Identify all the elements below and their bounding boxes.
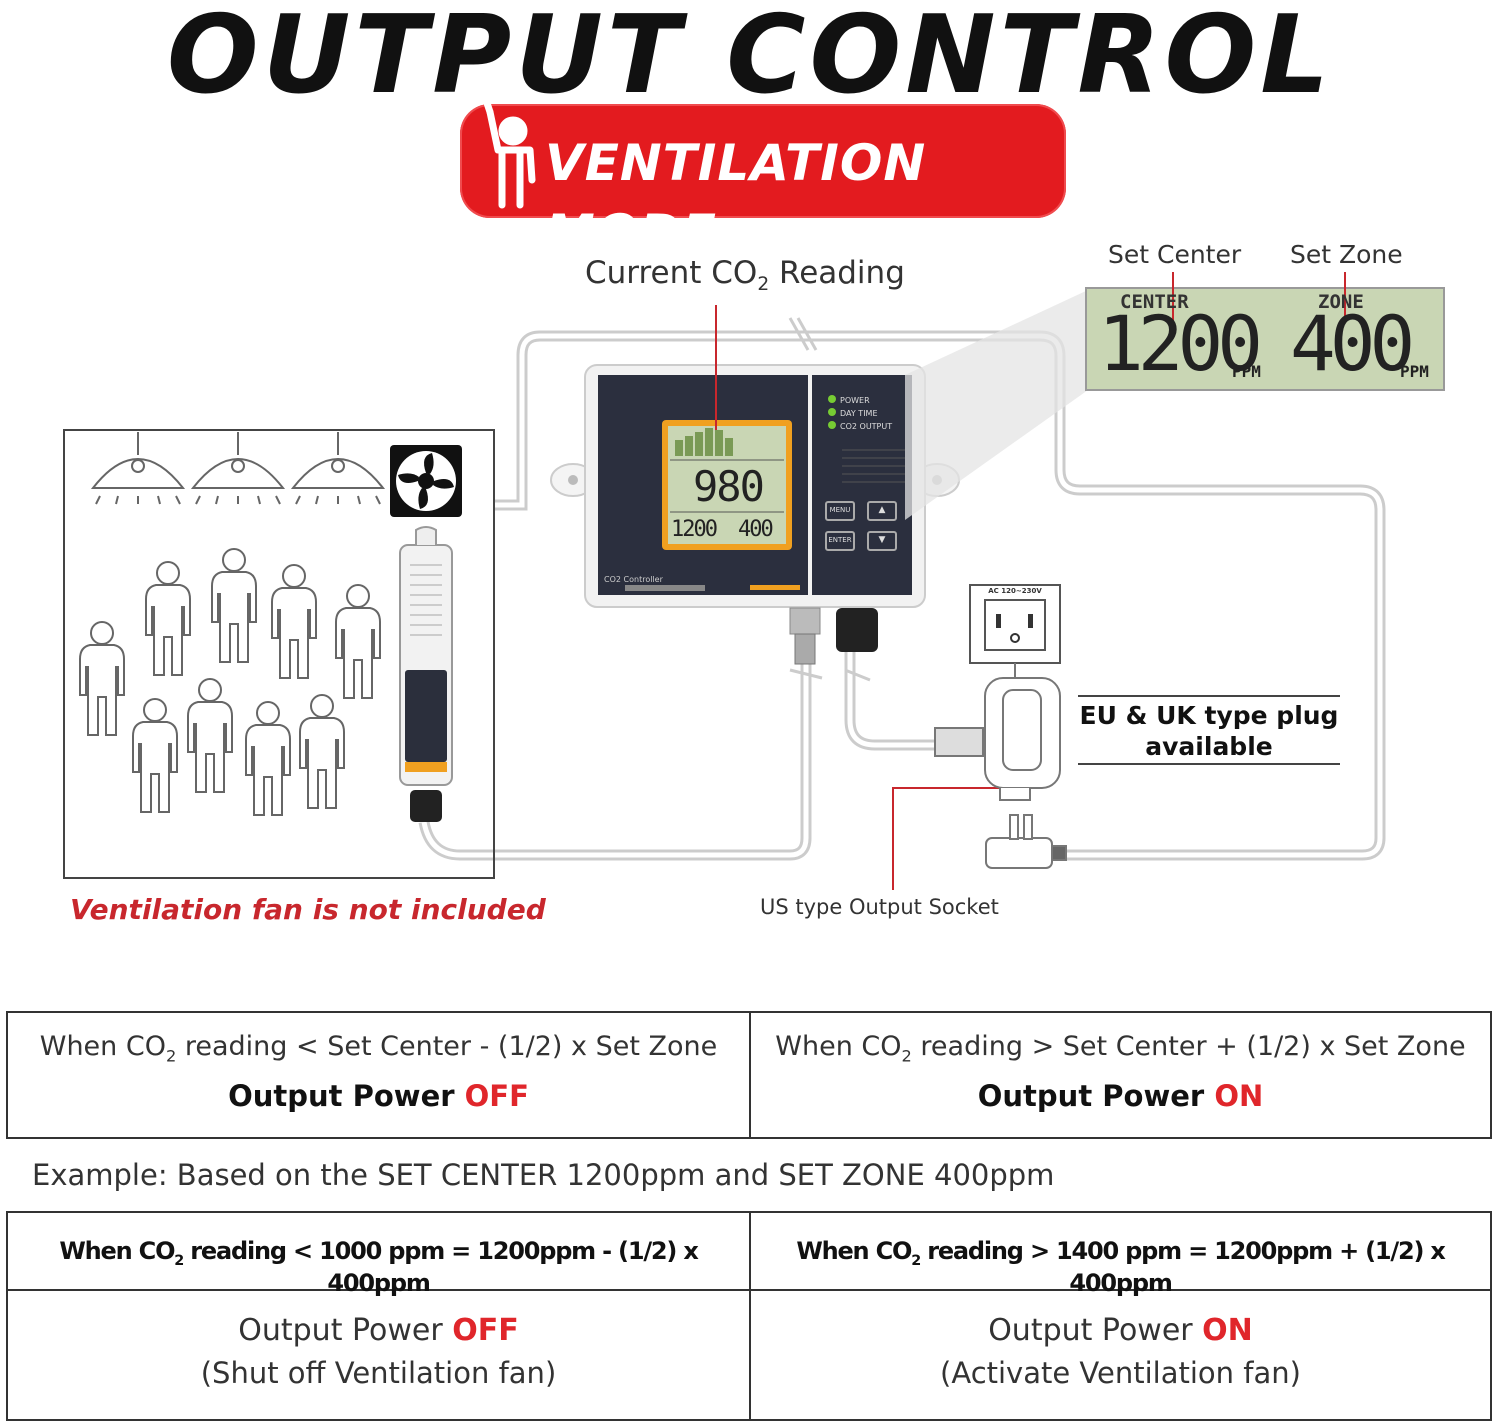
person-outline-icon [79, 621, 125, 736]
example-output-note: (Activate Ventilation fan) [940, 1356, 1301, 1390]
pointer-lines [715, 272, 1346, 890]
down-button [867, 531, 897, 551]
menu-button-label: MENU [829, 506, 851, 514]
example-output-row: Output Power OFF (Shut off Ventilation f… [8, 1291, 1490, 1419]
down-button-label: ▼ [878, 535, 886, 545]
example-table: When CO2 reading < 1000 ppm = 1200ppm - … [6, 1211, 1492, 1421]
cable-loop-inner [421, 333, 1383, 858]
person-outline-icon [245, 701, 291, 816]
cable-break-marks [788, 317, 871, 682]
fan-not-included-note: Ventilation fan is not included [70, 893, 546, 926]
zoom-zone-label: ZONE [1318, 291, 1364, 313]
co2-sensor-probe-icon [399, 526, 453, 822]
zoom-center-unit: PPM [1232, 362, 1261, 381]
enter-button [825, 531, 855, 551]
example-output-on: Output Power ON (Activate Ventilation fa… [749, 1291, 1490, 1419]
power-indicator-label: POWER [840, 396, 870, 405]
ventilation-mode-label: VENTILATION MODE [545, 134, 927, 262]
fan-icon [390, 445, 462, 517]
set-zone-label: Set Zone [1290, 240, 1403, 269]
set-center-label: Set Center [1108, 240, 1242, 269]
example-output-off: Output Power OFF (Shut off Ventilation f… [8, 1291, 749, 1419]
device-model-label: CO2 Controller [604, 575, 663, 584]
lamp-icon [190, 432, 286, 505]
example-formula-off: When CO2 reading < 1000 ppm = 1200ppm - … [59, 1237, 698, 1297]
person-icon [482, 96, 536, 209]
person-outline-icon [187, 678, 233, 793]
rule-off-cell: When CO2 reading < Set Center - (1/2) x … [8, 1013, 749, 1137]
off-state: OFF [464, 1079, 529, 1114]
co2-output-indicator-label: CO2 OUTPUT [840, 422, 893, 431]
zoom-lcd-display [1085, 287, 1445, 391]
current-co2-reading-label: Current CO2 Reading [585, 255, 905, 296]
grow-room-box [63, 429, 495, 879]
status-leds [828, 395, 836, 429]
device-indicator-labels: POWER DAY TIME CO2 OUTPUT [840, 394, 892, 433]
device-zone-value: 400 [738, 517, 774, 542]
wall-outlet-icon [969, 584, 1061, 664]
outlet-voltage-label: AC 120~230V [988, 587, 1042, 595]
ventilation-mode-badge [460, 104, 1066, 218]
page-title: OUTPUT CONTROL [166, 0, 1334, 118]
menu-button [825, 501, 855, 521]
on-state: ON [1214, 1079, 1264, 1114]
zoom-zone-unit: PPM [1400, 362, 1429, 381]
rule-condition: When CO2 reading < Set Center - (1/2) x … [39, 1031, 718, 1066]
plug-availability-note: EU & UK type plug available [1078, 695, 1340, 765]
example-output-note: (Shut off Ventilation fan) [200, 1356, 557, 1390]
example-formula-on: When CO2 reading > 1400 ppm = 1200ppm + … [749, 1213, 1490, 1297]
example-label: Example: Based on the SET CENTER 1200ppm… [32, 1158, 1055, 1192]
people-icons [79, 548, 381, 816]
grow-lamps [90, 432, 386, 505]
rule-on-cell: When CO2 reading > Set Center + (1/2) x … [749, 1013, 1490, 1137]
lamp-icon [90, 432, 186, 505]
output-socket-adapter-icon [934, 663, 1061, 801]
person-outline-icon [145, 561, 191, 676]
co2-controller-device [550, 364, 960, 665]
zoom-center-value: 1200 [1098, 299, 1263, 388]
daytime-indicator-label: DAY TIME [840, 409, 878, 418]
rule-result: Output Power OFF [228, 1079, 529, 1114]
zoom-callout-beam [905, 290, 1088, 520]
device-co2-reading: 980 [693, 462, 765, 511]
person-outline-icon [271, 564, 317, 679]
person-outline-icon [211, 548, 257, 663]
person-outline-icon [335, 584, 381, 699]
enter-button-label: ENTER [828, 536, 852, 544]
off-state: OFF [452, 1313, 519, 1348]
example-formula-row: When CO2 reading < 1000 ppm = 1200ppm - … [8, 1213, 1490, 1297]
on-state: ON [1202, 1313, 1253, 1348]
person-outline-icon [132, 698, 178, 813]
lamp-icon [290, 432, 386, 505]
up-button-label: ▲ [878, 505, 886, 515]
rule-result: Output Power ON [977, 1079, 1264, 1114]
up-button [867, 501, 897, 521]
person-outline-icon [299, 694, 345, 809]
device-center-value: 1200 [671, 517, 718, 542]
fan-plug-icon [985, 814, 1067, 869]
us-output-socket-label: US type Output Socket [760, 895, 999, 919]
zoom-center-label: CENTER [1120, 291, 1189, 313]
output-rule-table: When CO2 reading < Set Center - (1/2) x … [6, 1011, 1492, 1139]
zoom-zone-value: 400 [1290, 299, 1415, 388]
rule-condition: When CO2 reading > Set Center + (1/2) x … [775, 1031, 1466, 1066]
